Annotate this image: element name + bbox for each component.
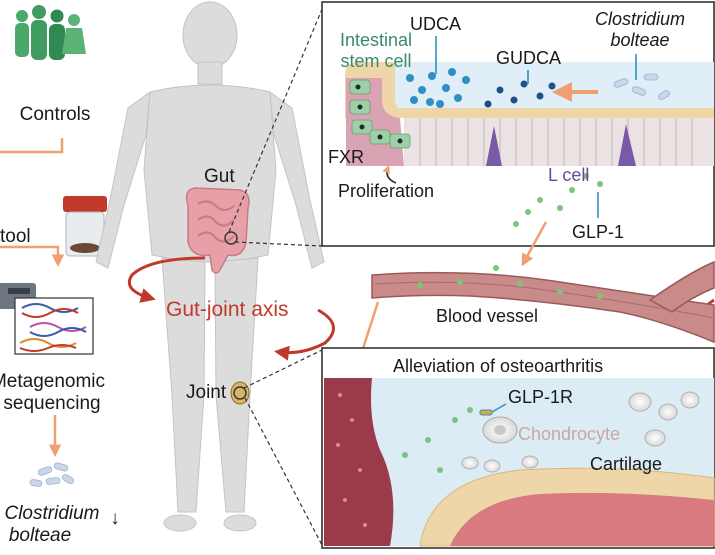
glp1-label: GLP-1 <box>572 222 624 242</box>
gut-label: Gut <box>204 166 235 187</box>
controls-people-icon <box>15 5 86 60</box>
joint-label: Joint <box>186 382 227 403</box>
human-body-figure <box>95 1 325 532</box>
vessel-glp1-dots <box>417 265 603 299</box>
intestine-organ <box>185 187 250 274</box>
stool-jar-icon <box>63 196 107 257</box>
fxr-label: FXR <box>328 147 364 167</box>
bacteria-icon-left <box>29 462 74 487</box>
left-bacteria-name-line2: bolteae <box>9 525 71 546</box>
glp1-secretion-dots <box>513 173 603 227</box>
osteoarthritis-title: Alleviation of osteoarthritis <box>393 356 603 376</box>
glp1r-label: GLP-1R <box>508 387 573 407</box>
gut-bacteria-name-line2: bolteae <box>610 30 669 50</box>
glp1-receptor-marker <box>479 409 493 416</box>
cartilage-label: Cartilage <box>590 454 662 474</box>
proliferation-label: Proliferation <box>338 181 434 201</box>
sequencer-icon <box>0 283 94 355</box>
gut-bacteria-name-line1: Clostridium <box>595 9 685 29</box>
stool-arrow <box>0 245 65 267</box>
axis-arrow-left <box>127 256 206 303</box>
ursodeoxycholic-acid-molecules <box>406 68 470 108</box>
cartilage-panel <box>321 347 715 549</box>
gudca-label: GUDCA <box>496 48 561 68</box>
stem-cell-label-line1: Intestinal <box>340 30 412 50</box>
l-cell-label: L cell <box>548 165 589 185</box>
chondrocyte-cells-other <box>461 391 700 473</box>
left-bacteria-name-line1: Clostridium <box>4 503 99 524</box>
sequencing-label: sequencing <box>3 393 100 414</box>
controls-label: Controls <box>20 104 91 125</box>
decrease-arrow: ↓ <box>110 508 120 529</box>
intestine-panel <box>321 1 715 247</box>
blood-vessel-label: Blood vessel <box>436 306 538 326</box>
controls-connector <box>0 138 64 154</box>
zoom-line-joint-bottom <box>244 397 323 546</box>
joint-glp1-dots <box>402 407 473 473</box>
gut-zoom-marker <box>224 231 238 245</box>
blood-vessel <box>371 260 715 344</box>
udca-label: UDCA <box>410 14 461 34</box>
axis-arrow-right <box>274 308 335 361</box>
glp1-to-vessel-arrow <box>521 221 548 267</box>
bacteria-icon-gut <box>613 73 670 100</box>
zoom-line-gut-bottom <box>234 241 323 247</box>
stem-cell-label-line2: stem cell <box>340 51 411 71</box>
chondrocyte-label: Chondrocyte <box>518 424 620 444</box>
metagenomic-label: Metagenomic <box>0 371 105 392</box>
stool-label: tool <box>0 226 31 247</box>
zoom-line-joint-top <box>243 349 323 389</box>
gut-joint-axis-label: Gut-joint axis <box>166 298 289 321</box>
